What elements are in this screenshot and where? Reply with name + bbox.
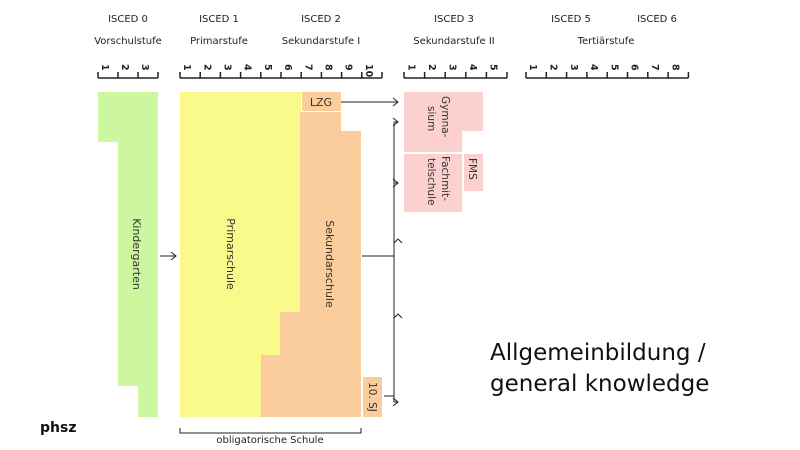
header-isced0-level: ISCED 0 [108,14,148,25]
scale-preschool-label: 3 [139,64,150,71]
gymnasium-block [404,92,483,152]
scale-upper-secondary-label: 3 [447,64,458,71]
header-isced3-level: ISCED 3 [434,14,474,25]
lzg-label: LZG [310,96,332,109]
headline: Allgemeinbildung / general knowledge [490,338,709,400]
scale-upper-secondary: 1 2 3 4 5 [403,64,508,79]
header-isced1-level: ISCED 1 [199,14,239,25]
tenth-school-year-label: 10. SJ [366,382,378,412]
fms-label: FMS [466,158,478,180]
kindergarten-label: Kindergarten [130,218,143,290]
header-isced2-level: ISCED 2 [301,14,341,25]
compulsory-school-bracket [179,428,362,434]
scale-compulsory-label: 9 [343,64,354,71]
header-isced6-level: ISCED 6 [637,14,677,25]
scale-tertiary-label: 2 [547,64,558,71]
header-isced1-name: Primarstufe [190,36,248,47]
connector-lines [160,97,403,407]
scale-compulsory-label: 4 [242,64,253,71]
primarschule-label: Primarschule [224,218,237,290]
arrowhead-branch-to-fachmittelschule [392,178,399,188]
arrowhead-branch-to-gym [392,117,399,127]
scale-compulsory-label: 8 [323,64,334,71]
primarschule-block [180,92,301,417]
scale-compulsory-label: 7 [302,64,313,71]
fachmittelschule-block [404,154,462,212]
tenth-school-year-block [363,377,382,417]
arrowhead-branch-up-2 [393,313,403,319]
scale-upper-secondary-label: 4 [467,64,478,71]
header-isced0-name: Vorschulstufe [94,36,162,47]
scale-compulsory-label: 10 [363,64,374,78]
arrowhead-lzg-to-gym [392,97,399,107]
scale-preschool-label: 1 [99,64,110,71]
fachmittelschule-label-line2: telschule [425,158,437,205]
kindergarten-block [98,92,158,417]
scale-tertiary-label: 6 [629,64,640,71]
header-isced2-name: Sekundarstufe I [282,36,361,47]
scale-compulsory-label: 1 [181,64,192,71]
gymnasium-label-line2: sium [425,106,437,131]
brand-logo: phsz [40,420,77,436]
scale-compulsory: 1 2 3 4 5 6 7 8 9 10 [179,64,383,79]
scale-compulsory-label: 5 [262,64,273,71]
scale-tertiary-label: 4 [588,64,599,71]
header-isced5-name: Tertiärstufe [577,36,635,47]
scale-tertiary-label: 7 [649,64,660,71]
scale-tertiary-label: 3 [568,64,579,71]
scale-tertiary-label: 1 [527,64,538,71]
header-isced5-level: ISCED 5 [551,14,591,25]
scale-upper-secondary-label: 2 [426,64,437,71]
scale-tertiary: 1 2 3 4 5 6 7 8 [525,64,690,79]
scale-compulsory-label: 6 [282,64,293,71]
compulsory-school-label: obligatorische Schule [216,435,323,446]
headline-line1: Allgemeinbildung / [490,340,706,366]
scale-compulsory-label: 3 [222,64,233,71]
fms-block [464,154,483,191]
sekundarschule-block [261,112,361,417]
arrowhead-branch-bottom [392,397,399,407]
arrowhead-kg-to-prim [170,251,177,261]
fachmittelschule-label-line1: Fachmit- [439,156,451,201]
scale-tertiary-label: 5 [608,64,619,71]
scale-preschool: 1 2 3 [97,64,159,79]
scale-upper-secondary-label: 1 [405,64,416,71]
scale-compulsory-label: 2 [201,64,212,71]
scale-tertiary-label: 8 [669,64,680,71]
scale-upper-secondary-label: 5 [488,64,499,71]
headline-line2: general knowledge [490,371,710,397]
header-isced3-name: Sekundarstufe II [413,36,494,47]
arrowhead-branch-up-1 [393,238,403,244]
gymnasium-label-line1: Gymna- [439,96,451,138]
scale-preschool-label: 2 [119,64,130,71]
lzg-block [302,92,341,111]
sekundarschule-label: Sekundarschule [323,220,336,308]
